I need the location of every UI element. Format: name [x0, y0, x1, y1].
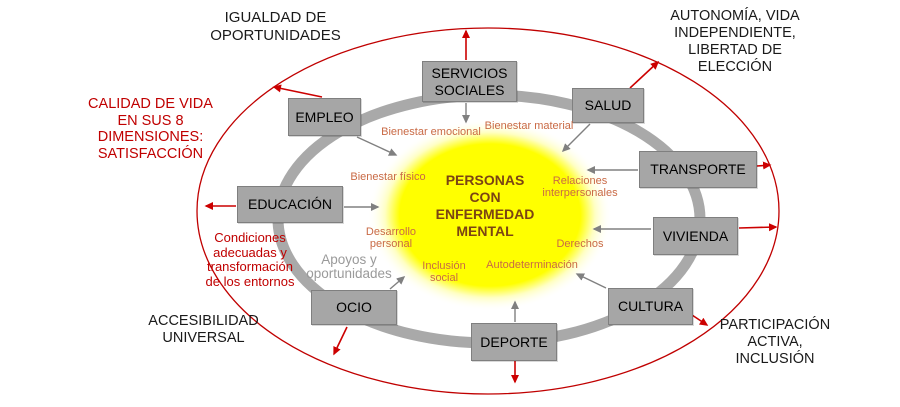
label-autonomia-independencia: AUTONOMÍA, VIDA INDEPENDIENTE, LIBERTAD … [670, 8, 800, 75]
dimension-inclusion-social: Inclusión social [422, 260, 466, 284]
label-participacion-activa: PARTICIPACIÓN ACTIVA, INCLUSIÓN [719, 317, 831, 367]
dimension-relaciones-interpersonales: Relaciones interpersonales [542, 175, 618, 199]
domain-box-educacion: EDUCACIÓN [237, 186, 343, 223]
label-condiciones-entornos: Condiciones adecuadas y transformación d… [205, 230, 295, 289]
domain-box-transporte: TRANSPORTE [639, 151, 757, 188]
domain-box-ocio: OCIO [311, 290, 397, 325]
red-arrow-transporte [756, 161, 772, 170]
gray-arrow-cultura [575, 273, 607, 289]
domain-box-salud: SALUD [572, 88, 644, 123]
dimension-autodeterminacion: Autodeterminación [486, 259, 578, 271]
red-arrow-salud [629, 60, 660, 89]
domain-box-deporte: DEPORTE [471, 323, 557, 361]
dimension-bienestar-fisico: Bienestar físico [350, 171, 426, 183]
dimension-desarrollo-personal: Desarrollo personal [365, 226, 417, 250]
red-arrow-ocio [333, 326, 348, 356]
dimension-bienestar-material: Bienestar material [484, 120, 574, 132]
gray-arrow-empleo [356, 136, 398, 156]
domain-box-cultura: CULTURA [608, 288, 693, 325]
center-yellow-ellipse [368, 119, 612, 311]
dimension-derechos: Derechos [556, 238, 604, 250]
domain-box-vivienda: VIVIENDA [653, 217, 738, 255]
center-title: PERSONAS CON ENFERMEDAD MENTAL [435, 172, 535, 239]
domain-box-servicios-sociales: SERVICIOS SOCIALES [422, 61, 517, 102]
domain-box-empleo: EMPLEO [288, 98, 361, 136]
red-arrow-empleo [272, 84, 323, 98]
dimension-bienestar-emocional: Bienestar emocional [381, 126, 481, 138]
outward-red-arrows [204, 29, 778, 384]
gray-arrow-salud [561, 123, 591, 153]
red-arrow-vivienda [738, 223, 778, 232]
label-apoyos-oportunidades: Apoyos y oportunidades [306, 252, 392, 281]
inward-gray-arrows [344, 103, 651, 322]
gray-arrow-ocio [389, 276, 406, 290]
outer-boundary-ellipse [196, 27, 780, 395]
label-calidad-de-vida: CALIDAD DE VIDA EN SUS 8 DIMENSIONES: SA… [88, 96, 213, 162]
label-igualdad-oportunidades: IGUALDAD DE OPORTUNIDADES [210, 9, 341, 44]
label-accesibilidad-universal: ACCESIBILIDAD UNIVERSAL [148, 313, 259, 346]
red-arrow-cultura [691, 314, 709, 326]
